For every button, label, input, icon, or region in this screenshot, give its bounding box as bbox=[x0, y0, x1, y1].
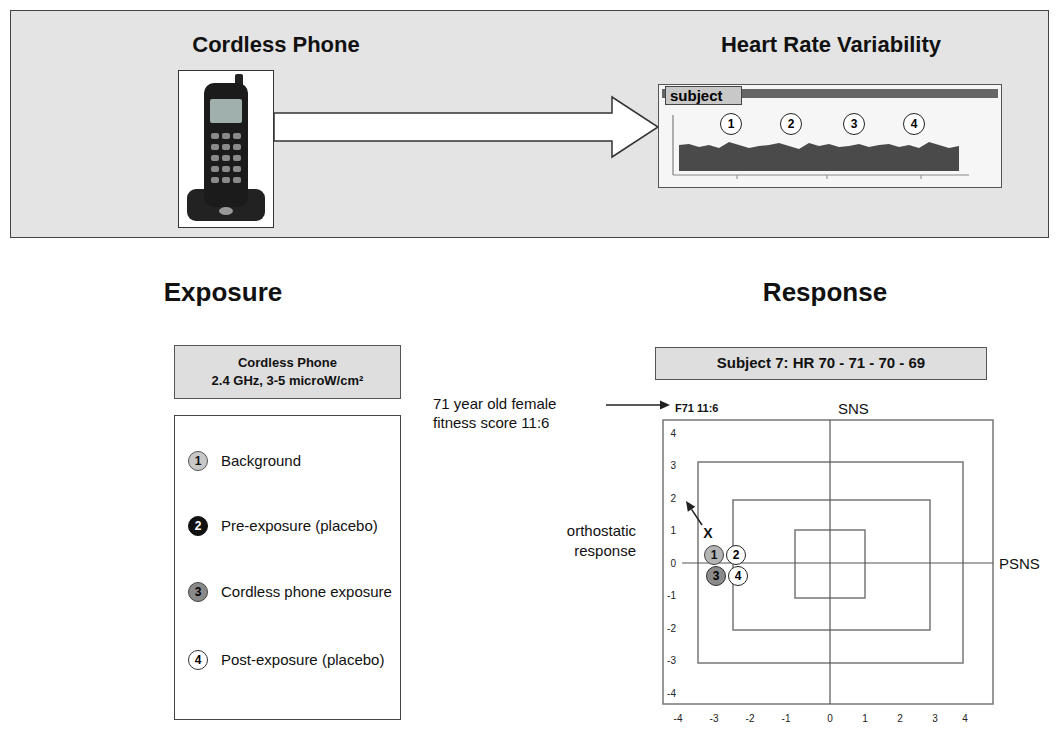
section-heading: Exposure bbox=[164, 277, 283, 308]
hrv-screenshot: Heart Rate Variabilitysubject1234 bbox=[658, 84, 1002, 188]
x-tick: -1 bbox=[782, 713, 791, 724]
x-tick: -3 bbox=[710, 713, 719, 724]
x-tick: 4 bbox=[962, 713, 968, 724]
phone-key bbox=[233, 177, 241, 183]
trace-tick bbox=[827, 175, 828, 179]
screen-marker: 4 bbox=[903, 113, 925, 135]
phone-key bbox=[233, 144, 241, 150]
y-tick: 1 bbox=[670, 525, 676, 536]
x-tick: -4 bbox=[674, 713, 683, 724]
x-tick: 1 bbox=[862, 713, 868, 724]
circle-number: 3 bbox=[195, 586, 202, 598]
circle-number: 2 bbox=[733, 549, 740, 561]
phone-screen bbox=[210, 99, 242, 123]
condition-number: 2 bbox=[188, 516, 208, 536]
phone-handset bbox=[204, 83, 248, 207]
response-note: orthostatic response bbox=[536, 521, 636, 561]
x-tick: 2 bbox=[897, 713, 903, 724]
plot-marker: 1 bbox=[704, 545, 724, 565]
y-tick: -3 bbox=[667, 655, 676, 666]
screen-marker: 1 bbox=[720, 113, 742, 135]
trace-tick bbox=[737, 175, 738, 179]
y-tick: 0 bbox=[670, 558, 676, 569]
subject-note: 71 year old female fitness score 11:6 bbox=[433, 394, 593, 432]
y-tick: 4 bbox=[670, 428, 676, 439]
phone-frame: Cordless Phone bbox=[178, 70, 274, 228]
plot-marker: 4 bbox=[728, 566, 748, 586]
condition-label: Cordless phone exposure bbox=[221, 583, 392, 601]
header-text: 2.4 GHz, 3-5 microW/cm² bbox=[212, 372, 364, 390]
arrow-head bbox=[660, 401, 670, 410]
condition-number: 3 bbox=[188, 582, 208, 602]
subject-code: F71 11:6 bbox=[675, 402, 718, 414]
header-text: Cordless Phone bbox=[238, 354, 337, 372]
screen-marker: 3 bbox=[843, 113, 865, 135]
y-tick: 3 bbox=[670, 460, 676, 471]
circle-number: 1 bbox=[711, 549, 718, 561]
condition-list: BackgroundPre-exposure (placebo) Cordless… bbox=[174, 415, 401, 720]
condition-label: Pre-exposure (placebo) bbox=[221, 517, 378, 535]
condition-number: 4 bbox=[188, 650, 208, 670]
phone-key bbox=[222, 177, 230, 183]
phone-key bbox=[222, 144, 230, 150]
phone-key bbox=[222, 155, 230, 161]
leader-line bbox=[606, 404, 660, 406]
axis-name: SNS bbox=[838, 400, 869, 417]
window-tab: subject bbox=[665, 86, 742, 105]
axis-name: PSNS bbox=[999, 555, 1040, 572]
phone-key bbox=[211, 144, 219, 150]
trace-fill bbox=[679, 142, 959, 171]
trace-tick bbox=[921, 175, 922, 179]
trace-baseline bbox=[673, 175, 969, 176]
quadrant-square bbox=[663, 420, 993, 704]
y-tick: -1 bbox=[667, 590, 676, 601]
x-tick: 3 bbox=[932, 713, 938, 724]
circle-number: 3 bbox=[851, 118, 858, 130]
trace-axis bbox=[673, 115, 674, 175]
response-header: Subject 7: HR 70 - 71 - 70 - 69 bbox=[655, 347, 987, 380]
phone-key bbox=[211, 133, 219, 139]
circle-number: 4 bbox=[911, 118, 918, 130]
phone-key bbox=[211, 177, 219, 183]
screen-marker: 2 bbox=[780, 113, 802, 135]
circle-number: 2 bbox=[788, 118, 795, 130]
condition-number: 1 bbox=[188, 451, 208, 471]
phone-key bbox=[233, 166, 241, 172]
phone-key bbox=[211, 155, 219, 161]
circle-number: 1 bbox=[728, 118, 735, 130]
phone-key bbox=[233, 155, 241, 161]
quadrant-square bbox=[733, 500, 930, 630]
phone-key bbox=[222, 133, 230, 139]
panel-heading: Heart Rate Variability bbox=[721, 32, 941, 58]
phone-base-light bbox=[219, 207, 233, 215]
phone-key bbox=[222, 166, 230, 172]
header-text: Subject 7: HR 70 - 71 - 70 - 69 bbox=[717, 353, 925, 373]
circle-number: 1 bbox=[195, 455, 202, 467]
circle-number: 4 bbox=[735, 570, 742, 582]
y-tick: -4 bbox=[667, 688, 676, 699]
condition-label: Post-exposure (placebo) bbox=[221, 651, 384, 669]
circle-number: 2 bbox=[195, 520, 202, 532]
circle-number: 4 bbox=[195, 654, 202, 666]
arrow-head bbox=[686, 501, 695, 512]
x-tick: -2 bbox=[746, 713, 755, 724]
block-arrow bbox=[274, 97, 658, 157]
plot-marker: 3 bbox=[706, 566, 726, 586]
circle-number: 3 bbox=[713, 570, 720, 582]
exposure-header: Cordless Phone2.4 GHz, 3-5 microW/cm² bbox=[174, 345, 401, 399]
y-tick: 2 bbox=[670, 493, 676, 504]
y-tick: -2 bbox=[667, 623, 676, 634]
panel-heading: Cordless Phone bbox=[192, 32, 359, 58]
phone-key bbox=[233, 133, 241, 139]
phone-key bbox=[211, 166, 219, 172]
phone-illustration bbox=[179, 71, 273, 227]
vertical-axis bbox=[829, 420, 830, 704]
leader-line bbox=[692, 509, 702, 525]
section-heading: Response bbox=[763, 277, 887, 308]
plot-marker: 2 bbox=[726, 545, 746, 565]
condition-label: Background bbox=[221, 452, 301, 470]
marker-x: X bbox=[703, 525, 712, 541]
x-tick: 0 bbox=[827, 713, 833, 724]
